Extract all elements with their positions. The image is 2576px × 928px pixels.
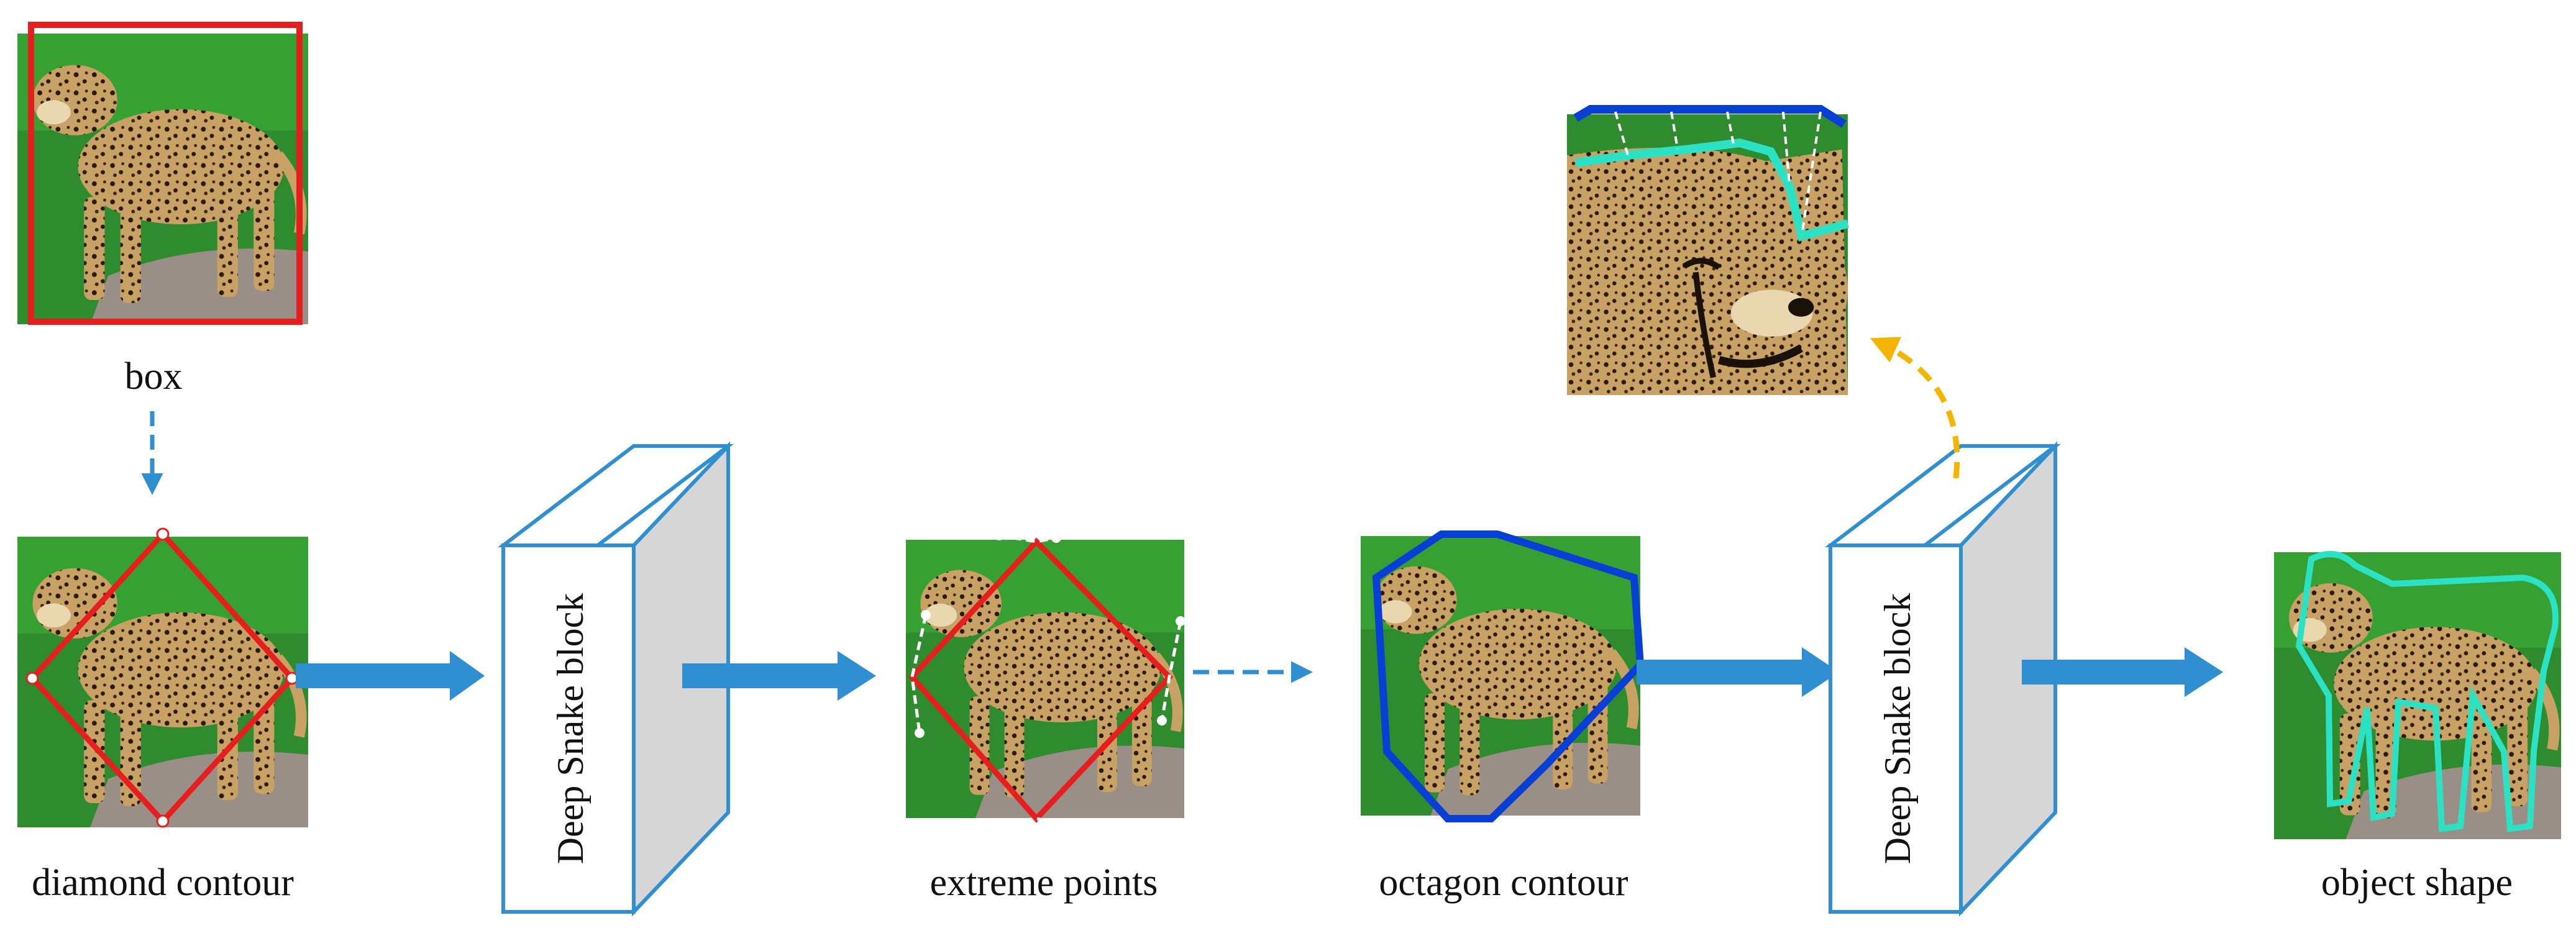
closeup-contour-cyan [1575,138,1849,242]
arrow-right [682,651,876,701]
box-image [17,22,308,325]
label-octagon-contour: octagon contour [1379,862,1628,904]
closeup-image [1567,105,1849,395]
extreme-points-image [906,530,1185,832]
deep-snake-block-1-label: Deep Snake block [550,593,591,865]
arrow-right [1637,647,1839,697]
bounding-box-outline [28,22,303,325]
diamond-image [17,527,308,827]
deep-snake-block-1: Deep Snake block [498,441,734,917]
label-diamond-contour: diamond contour [32,862,294,904]
arrow-right [296,651,485,701]
diamond-contour-outline [908,537,1174,823]
closeup-contour-blue [1573,105,1847,128]
label-extreme-points: extreme points [929,862,1158,904]
octagon-contour-outline [1372,530,1645,822]
arrow-right [2022,647,2223,697]
arrow-curved-dashed [1870,337,1960,479]
octagon-image [1361,530,1645,822]
object-shape-outline [2295,551,2559,832]
deep-snake-block-2-label: Deep Snake block [1877,593,1918,865]
label-box: box [124,355,183,398]
deep-snake-block-2: Deep Snake block [1825,441,2061,917]
object-shape-image [2274,552,2561,839]
label-object-shape: object shape [2321,862,2513,904]
